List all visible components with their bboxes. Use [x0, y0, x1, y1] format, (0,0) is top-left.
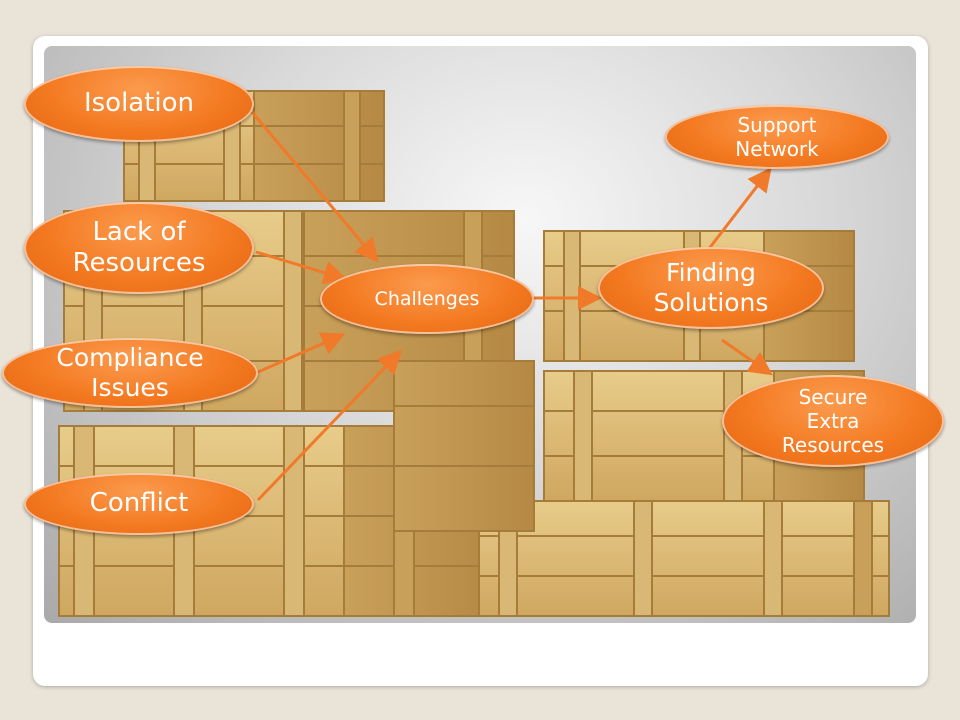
- node-conflict: Conflict: [24, 473, 254, 535]
- node-finding-solutions: Finding Solutions: [598, 247, 824, 329]
- node-challenges: Challenges: [320, 264, 534, 334]
- node-lack-of-resources: Lack of Resources: [24, 202, 254, 294]
- node-compliance-issues: Compliance Issues: [2, 338, 258, 408]
- node-secure-extra-resources: Secure Extra Resources: [722, 375, 944, 467]
- node-isolation: Isolation: [24, 66, 254, 142]
- node-support-network: Support Network: [665, 105, 889, 169]
